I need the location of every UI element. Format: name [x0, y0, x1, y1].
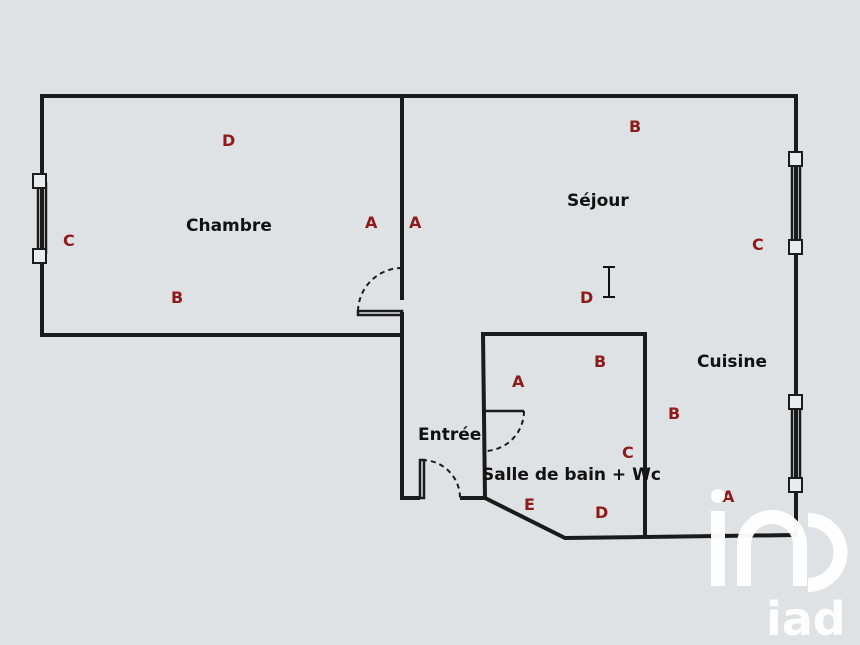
- entry-door-swing: [421, 459, 461, 499]
- room-label-salle-de-bain: Salle de bain + Wc: [482, 465, 661, 485]
- wall-marker: A: [365, 213, 378, 232]
- wall-marker: E: [524, 495, 535, 514]
- logo-text: iad: [766, 592, 846, 645]
- wall-marker: B: [171, 288, 183, 307]
- wall-marker: B: [594, 352, 606, 371]
- wall-marker: C: [622, 443, 634, 462]
- wall-marker: A: [409, 213, 422, 232]
- window-chambre: [32, 173, 48, 264]
- doors: [356, 267, 525, 500]
- iad-logo: iad: [711, 489, 848, 645]
- wall-marker: C: [752, 235, 764, 254]
- entry-door-leaf: [418, 458, 426, 500]
- bathroom-walls: [480, 332, 647, 537]
- wall-marker: A: [722, 487, 735, 506]
- wall-marker: B: [629, 117, 641, 136]
- chambre-door-leaf: [356, 309, 404, 317]
- window-sejour: [788, 151, 803, 255]
- wall-marker: D: [595, 503, 608, 522]
- room-label-entree: Entrée: [418, 425, 481, 445]
- wall-marker: C: [63, 231, 75, 250]
- window-cuisine: [788, 394, 803, 493]
- wall-marker: D: [580, 288, 593, 307]
- wall-marker: D: [222, 131, 235, 150]
- room-label-cuisine: Cuisine: [697, 352, 767, 372]
- wall-marker: B: [668, 404, 680, 423]
- wall-marker: A: [512, 372, 525, 391]
- text-cursor-icon: [603, 266, 615, 298]
- chambre-door-swing: [357, 267, 403, 312]
- bathroom-door-swing: [483, 410, 525, 452]
- room-label-sejour: Séjour: [567, 191, 629, 211]
- room-label-chambre: Chambre: [186, 216, 272, 236]
